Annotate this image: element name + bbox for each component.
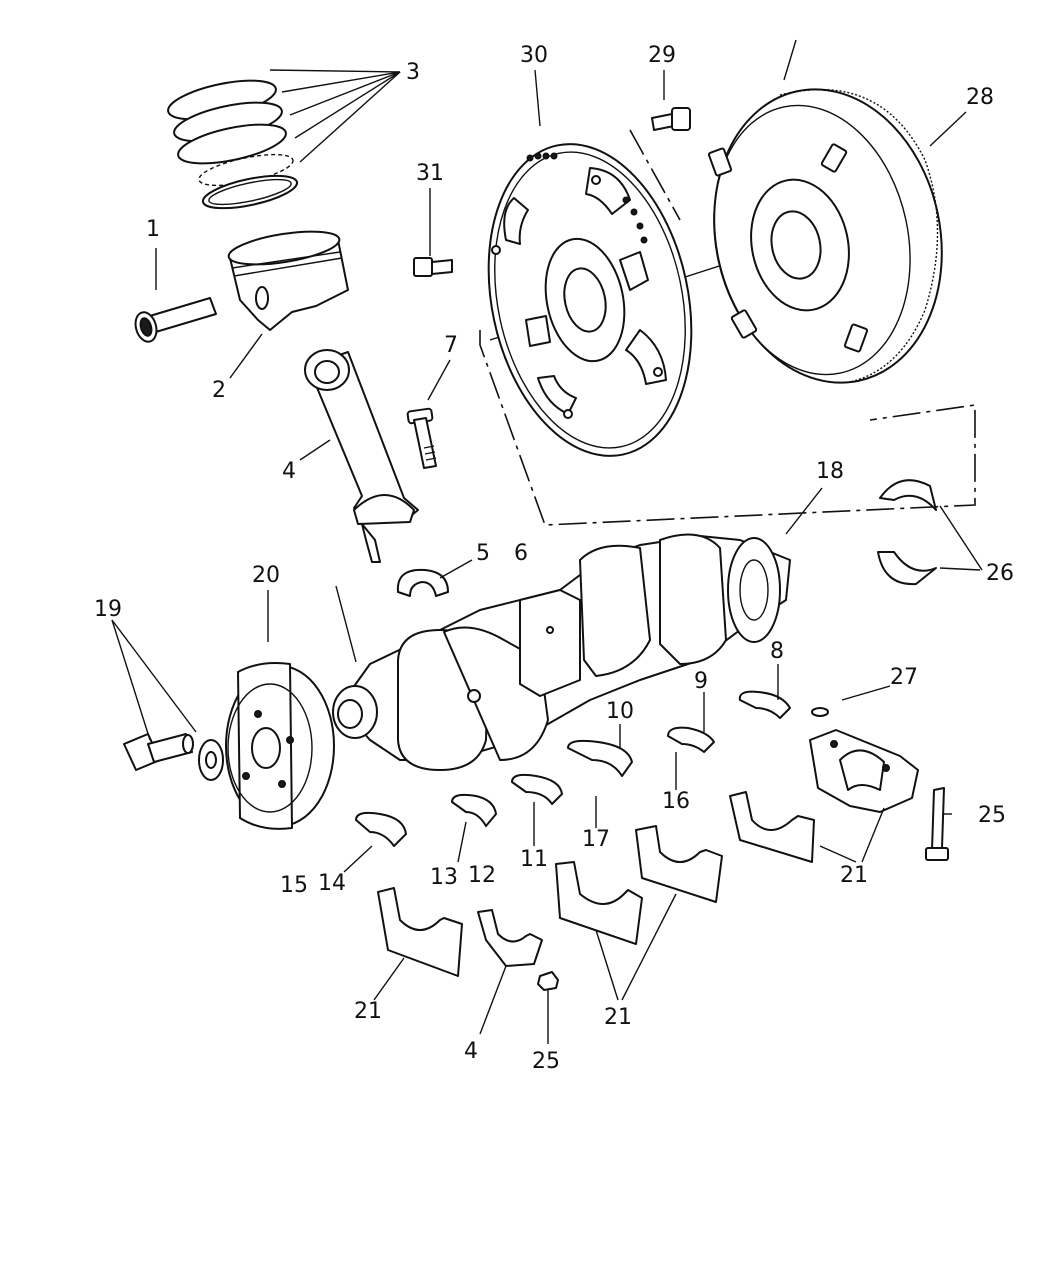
- piston-rings: [167, 79, 299, 210]
- leader-lines: [111, 39, 983, 1044]
- flex-plate-bolt: [413, 257, 453, 277]
- main-bearing-cap-3: [635, 825, 723, 903]
- callout-25-washer: 26: [986, 561, 1014, 586]
- callout-13: 13: [430, 865, 458, 890]
- callout-2: 2: [212, 378, 226, 403]
- callout-1: 1: [146, 217, 160, 242]
- callout-21-left: 21: [354, 999, 382, 1024]
- main-bearing-cap-2: [555, 861, 643, 945]
- callout-16: 16: [662, 789, 690, 814]
- callout-3: 3: [406, 60, 420, 85]
- callout-28: 30: [520, 43, 548, 68]
- damper-washer: [198, 739, 224, 781]
- thrust-washer-upper: [879, 479, 937, 511]
- connecting-rod: [304, 349, 419, 563]
- rod-bearing-upper: [396, 568, 449, 597]
- callout-27: 29: [648, 43, 676, 68]
- crankshaft: [332, 533, 791, 771]
- main-bearing-9: [667, 726, 715, 753]
- callout-19: 19: [94, 597, 122, 622]
- damper-bolt: [123, 733, 194, 771]
- main-bearing-cap-1: [377, 887, 463, 977]
- piston-pin: [134, 297, 217, 343]
- callout-6: 6: [514, 541, 528, 566]
- callout-7: 7: [444, 333, 458, 358]
- callout-18: 18: [816, 459, 844, 484]
- callout-8: 8: [770, 639, 784, 664]
- main-bearing-11: [511, 773, 563, 805]
- piston: [227, 230, 349, 331]
- callout-15: 15: [280, 873, 308, 898]
- callout-9: 9: [694, 669, 708, 694]
- callout-26: 28: [966, 85, 994, 110]
- callout-21-right: 21: [840, 863, 868, 888]
- callout-22: 25: [532, 1049, 560, 1074]
- callout-11: 11: [520, 847, 548, 872]
- flex-plate-holes: [526, 152, 648, 244]
- callout-labels: 3 1 2 4 7 5 6 30 29 31 28 18 26 27 19 20…: [94, 43, 1014, 1074]
- main-bearing-14: [355, 811, 407, 847]
- callout-4-cap: 4: [464, 1039, 478, 1064]
- callout-23: 25: [978, 803, 1006, 828]
- main-bearing-cap-4: [729, 791, 815, 863]
- callout-25-seal: 27: [890, 665, 918, 690]
- thrust-washer-lower: [877, 551, 937, 586]
- flex-plate: [487, 143, 693, 457]
- rod-cap: [477, 909, 543, 967]
- main-bearing-12: [451, 793, 497, 827]
- vibration-damper: [225, 662, 335, 830]
- callout-5: 5: [476, 541, 490, 566]
- callout-17: 17: [582, 827, 610, 852]
- callout-4-rod: 4: [282, 459, 296, 484]
- rod-bolt: [406, 407, 437, 469]
- callout-29: 31: [416, 161, 444, 186]
- main-bearing-cap-rear: [809, 729, 919, 813]
- callout-14: 14: [318, 871, 346, 896]
- callout-21-center: 21: [604, 1005, 632, 1030]
- torque-converter: [707, 88, 943, 384]
- bolt-alignment-line: [629, 129, 681, 221]
- callout-12: 12: [468, 863, 496, 888]
- main-cap-bolt: [925, 787, 949, 861]
- main-bearing-10: [567, 739, 633, 777]
- rod-nut: [537, 971, 559, 991]
- callout-20: 20: [252, 563, 280, 588]
- alignment-dashed-outline: [479, 330, 976, 526]
- converter-bolt: [651, 107, 691, 131]
- main-bearing-8: [738, 690, 791, 719]
- callout-10: 10: [606, 699, 634, 724]
- seal-plug: [811, 707, 829, 717]
